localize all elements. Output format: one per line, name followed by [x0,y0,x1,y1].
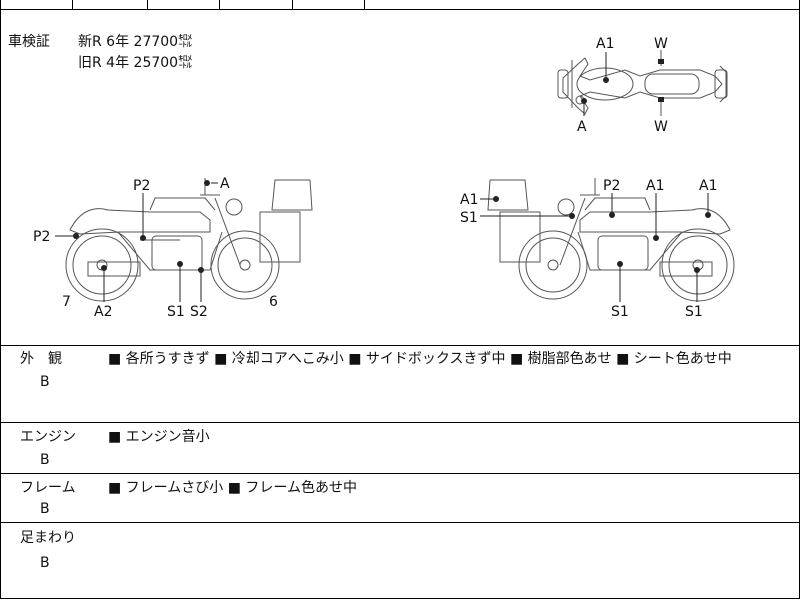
section-category-engine: エンジン [20,429,76,445]
left-view-motorcycle-drawing [65,178,313,302]
mark-label: P2 [33,229,50,245]
section-divider [0,422,800,423]
mark-label: A1 [646,178,664,194]
mark-label: S1 [611,304,629,320]
mark-label: P2 [603,178,620,194]
mark-label: A [220,176,230,192]
mark-label: W [654,36,668,52]
section-divider [0,345,800,346]
section-divider [0,522,800,523]
section-notes-engine: ■ エンジン音小 [108,429,210,445]
section-grade-suspension: B [40,555,50,571]
mark-label: W [654,119,668,135]
mark-label: S1 [460,210,478,226]
mark-label: A1 [596,36,614,52]
section-grade-engine: B [40,452,50,468]
section-notes-exterior: ■ 各所うすきず ■ 冷却コアへこみ小 ■ サイドボックスきず中 ■ 樹脂部色あ… [108,351,732,367]
mark-label: S2 [190,304,208,320]
motorcycle-damage-diagram: A1 W A W P2 A P2 7 A2 S1 S2 6 A1 P2 A1 A… [33,36,735,320]
section-category-suspension: 足まわり [20,530,76,546]
section-grade-frame: B [40,501,50,517]
header-row-strip [0,0,800,10]
mark-label: A [577,119,587,135]
inspection-new-row: 新R 6年 27700㌖ [78,34,193,50]
mark-label: A1 [460,192,478,208]
inspection-label: 車検証 [8,34,50,50]
section-notes-frame: ■ フレームさび小 ■ フレーム色あせ中 [108,480,357,496]
top-view-motorcycle-drawing [557,50,728,116]
mark-label: A2 [94,304,112,320]
section-divider [0,473,800,474]
inspection-old-row: 旧R 4年 25700㌖ [78,55,193,71]
mark-label: 6 [269,294,278,310]
section-grade-exterior: B [40,374,50,390]
mark-label: A1 [699,178,717,194]
mark-label: 7 [62,294,71,310]
mark-label: S1 [685,304,703,320]
section-category-exterior: 外 観 [20,351,62,367]
mark-label: S1 [167,304,185,320]
section-category-frame: フレーム [20,480,76,496]
mark-label: P2 [133,178,150,194]
